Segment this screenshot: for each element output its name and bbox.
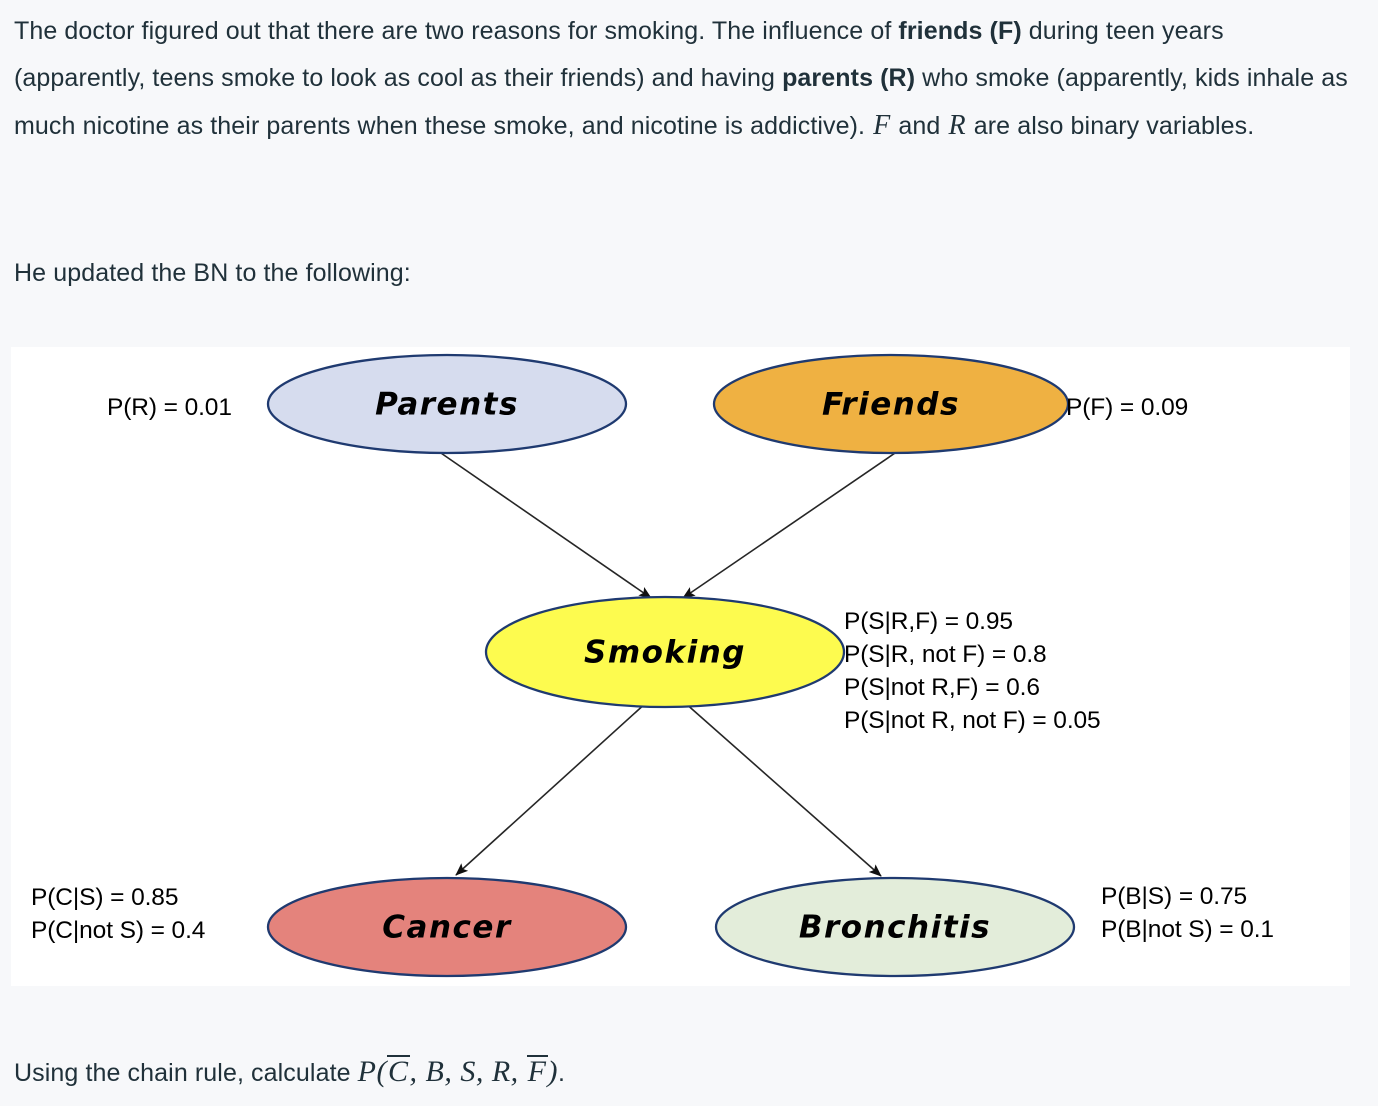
- node-smoking[interactable]: Smoking: [484, 595, 846, 709]
- probability-cancer-cpt: P(C|S) = 0.85 P(C|not S) = 0.4: [31, 881, 205, 947]
- intro-bold-parents: parents (R): [782, 64, 916, 92]
- intro-text-part4: and: [891, 112, 948, 140]
- question-prefix: Using the chain rule, calculate: [14, 1059, 358, 1087]
- probability-cancer-line-1: P(C|S) = 0.85: [31, 884, 179, 911]
- edge-smoking-to-bronchitis: [683, 701, 882, 877]
- edge-friends-to-smoking: [682, 450, 899, 599]
- formula-p: P: [357, 1055, 377, 1088]
- edge-smoking-to-cancer: [455, 701, 648, 876]
- intro-text-part3: who smoke (apparently, kids inhale as mu…: [14, 64, 1348, 140]
- formula-comma-3: ,: [475, 1055, 492, 1088]
- node-bronchitis-ellipse[interactable]: [714, 876, 1076, 978]
- probability-smoking-line-4: P(S|not R, not F) = 0.05: [844, 707, 1101, 734]
- probability-smoking-line-3: P(S|not R,F) = 0.6: [844, 674, 1040, 701]
- formula-comma-1: ,: [409, 1055, 426, 1088]
- intro-text-part5: are also binary variables.: [966, 112, 1255, 140]
- probability-smoking-cpt: P(S|R,F) = 0.95 P(S|R, not F) = 0.8 P(S|…: [844, 605, 1101, 737]
- formula-b: B: [425, 1055, 445, 1088]
- formula-c-negated: C: [387, 1055, 410, 1088]
- question-line: Using the chain rule, calculate P(C, B, …: [14, 1048, 1354, 1097]
- node-friends-label: Friends: [822, 387, 960, 423]
- edge-parents-to-smoking: [437, 450, 652, 599]
- intro-paragraph: The doctor figured out that there are tw…: [14, 8, 1354, 150]
- bayesian-network-graph: Parents Friends Smoking Cancer Bronchiti…: [266, 353, 1076, 978]
- node-parents[interactable]: Parents: [266, 353, 628, 455]
- math-var-f: F: [873, 110, 891, 141]
- formula-s: S: [460, 1055, 476, 1088]
- intro-text-part1: The doctor figured out that there are tw…: [14, 17, 899, 45]
- formula-comma-4: ,: [510, 1055, 527, 1088]
- node-cancer[interactable]: Cancer: [266, 876, 628, 978]
- question-suffix: .: [558, 1059, 566, 1087]
- node-cancer-ellipse[interactable]: [266, 876, 628, 978]
- node-friends-ellipse[interactable]: [712, 353, 1070, 455]
- node-smoking-ellipse[interactable]: [484, 595, 846, 709]
- node-friends[interactable]: Friends: [712, 353, 1070, 455]
- intro-bold-friends: friends (F): [898, 17, 1022, 45]
- graph-edges: [437, 450, 899, 877]
- bn-intro-line: He updated the BN to the following:: [14, 259, 411, 287]
- bn-diagram-panel: Parents Friends Smoking Cancer Bronchiti…: [11, 347, 1350, 986]
- probability-bronchitis-line-1: P(B|S) = 0.75: [1101, 883, 1248, 910]
- probability-cancer-line-2: P(C|not S) = 0.4: [31, 917, 206, 944]
- node-parents-ellipse[interactable]: [266, 353, 628, 455]
- probability-bronchitis-cpt: P(B|S) = 0.75 P(B|not S) = 0.1: [1101, 880, 1274, 946]
- probability-friends: P(F) = 0.09: [1066, 394, 1189, 421]
- intro-text-part2: during teen years (apparently, teens smo…: [14, 17, 1224, 92]
- probability-bronchitis-line-2: P(B|not S) = 0.1: [1101, 916, 1274, 943]
- node-bronchitis-label: Bronchitis: [799, 910, 991, 946]
- formula-open-paren: (: [376, 1055, 387, 1088]
- formula-close-paren: ): [547, 1055, 558, 1088]
- probability-smoking-line-1: P(S|R,F) = 0.95: [844, 608, 1013, 635]
- probability-parents: P(R) = 0.01: [107, 394, 232, 421]
- node-smoking-label: Smoking: [584, 635, 746, 671]
- probability-smoking-line-2: P(S|R, not F) = 0.8: [844, 641, 1047, 668]
- chain-rule-formula: P(C, B, S, R, F): [358, 1055, 558, 1088]
- node-bronchitis[interactable]: Bronchitis: [714, 876, 1076, 978]
- math-var-r: R: [948, 110, 966, 141]
- formula-f-negated: F: [526, 1055, 548, 1088]
- node-parents-label: Parents: [375, 387, 519, 423]
- formula-r: R: [491, 1055, 511, 1088]
- formula-comma-2: ,: [444, 1055, 461, 1088]
- node-cancer-label: Cancer: [382, 910, 512, 946]
